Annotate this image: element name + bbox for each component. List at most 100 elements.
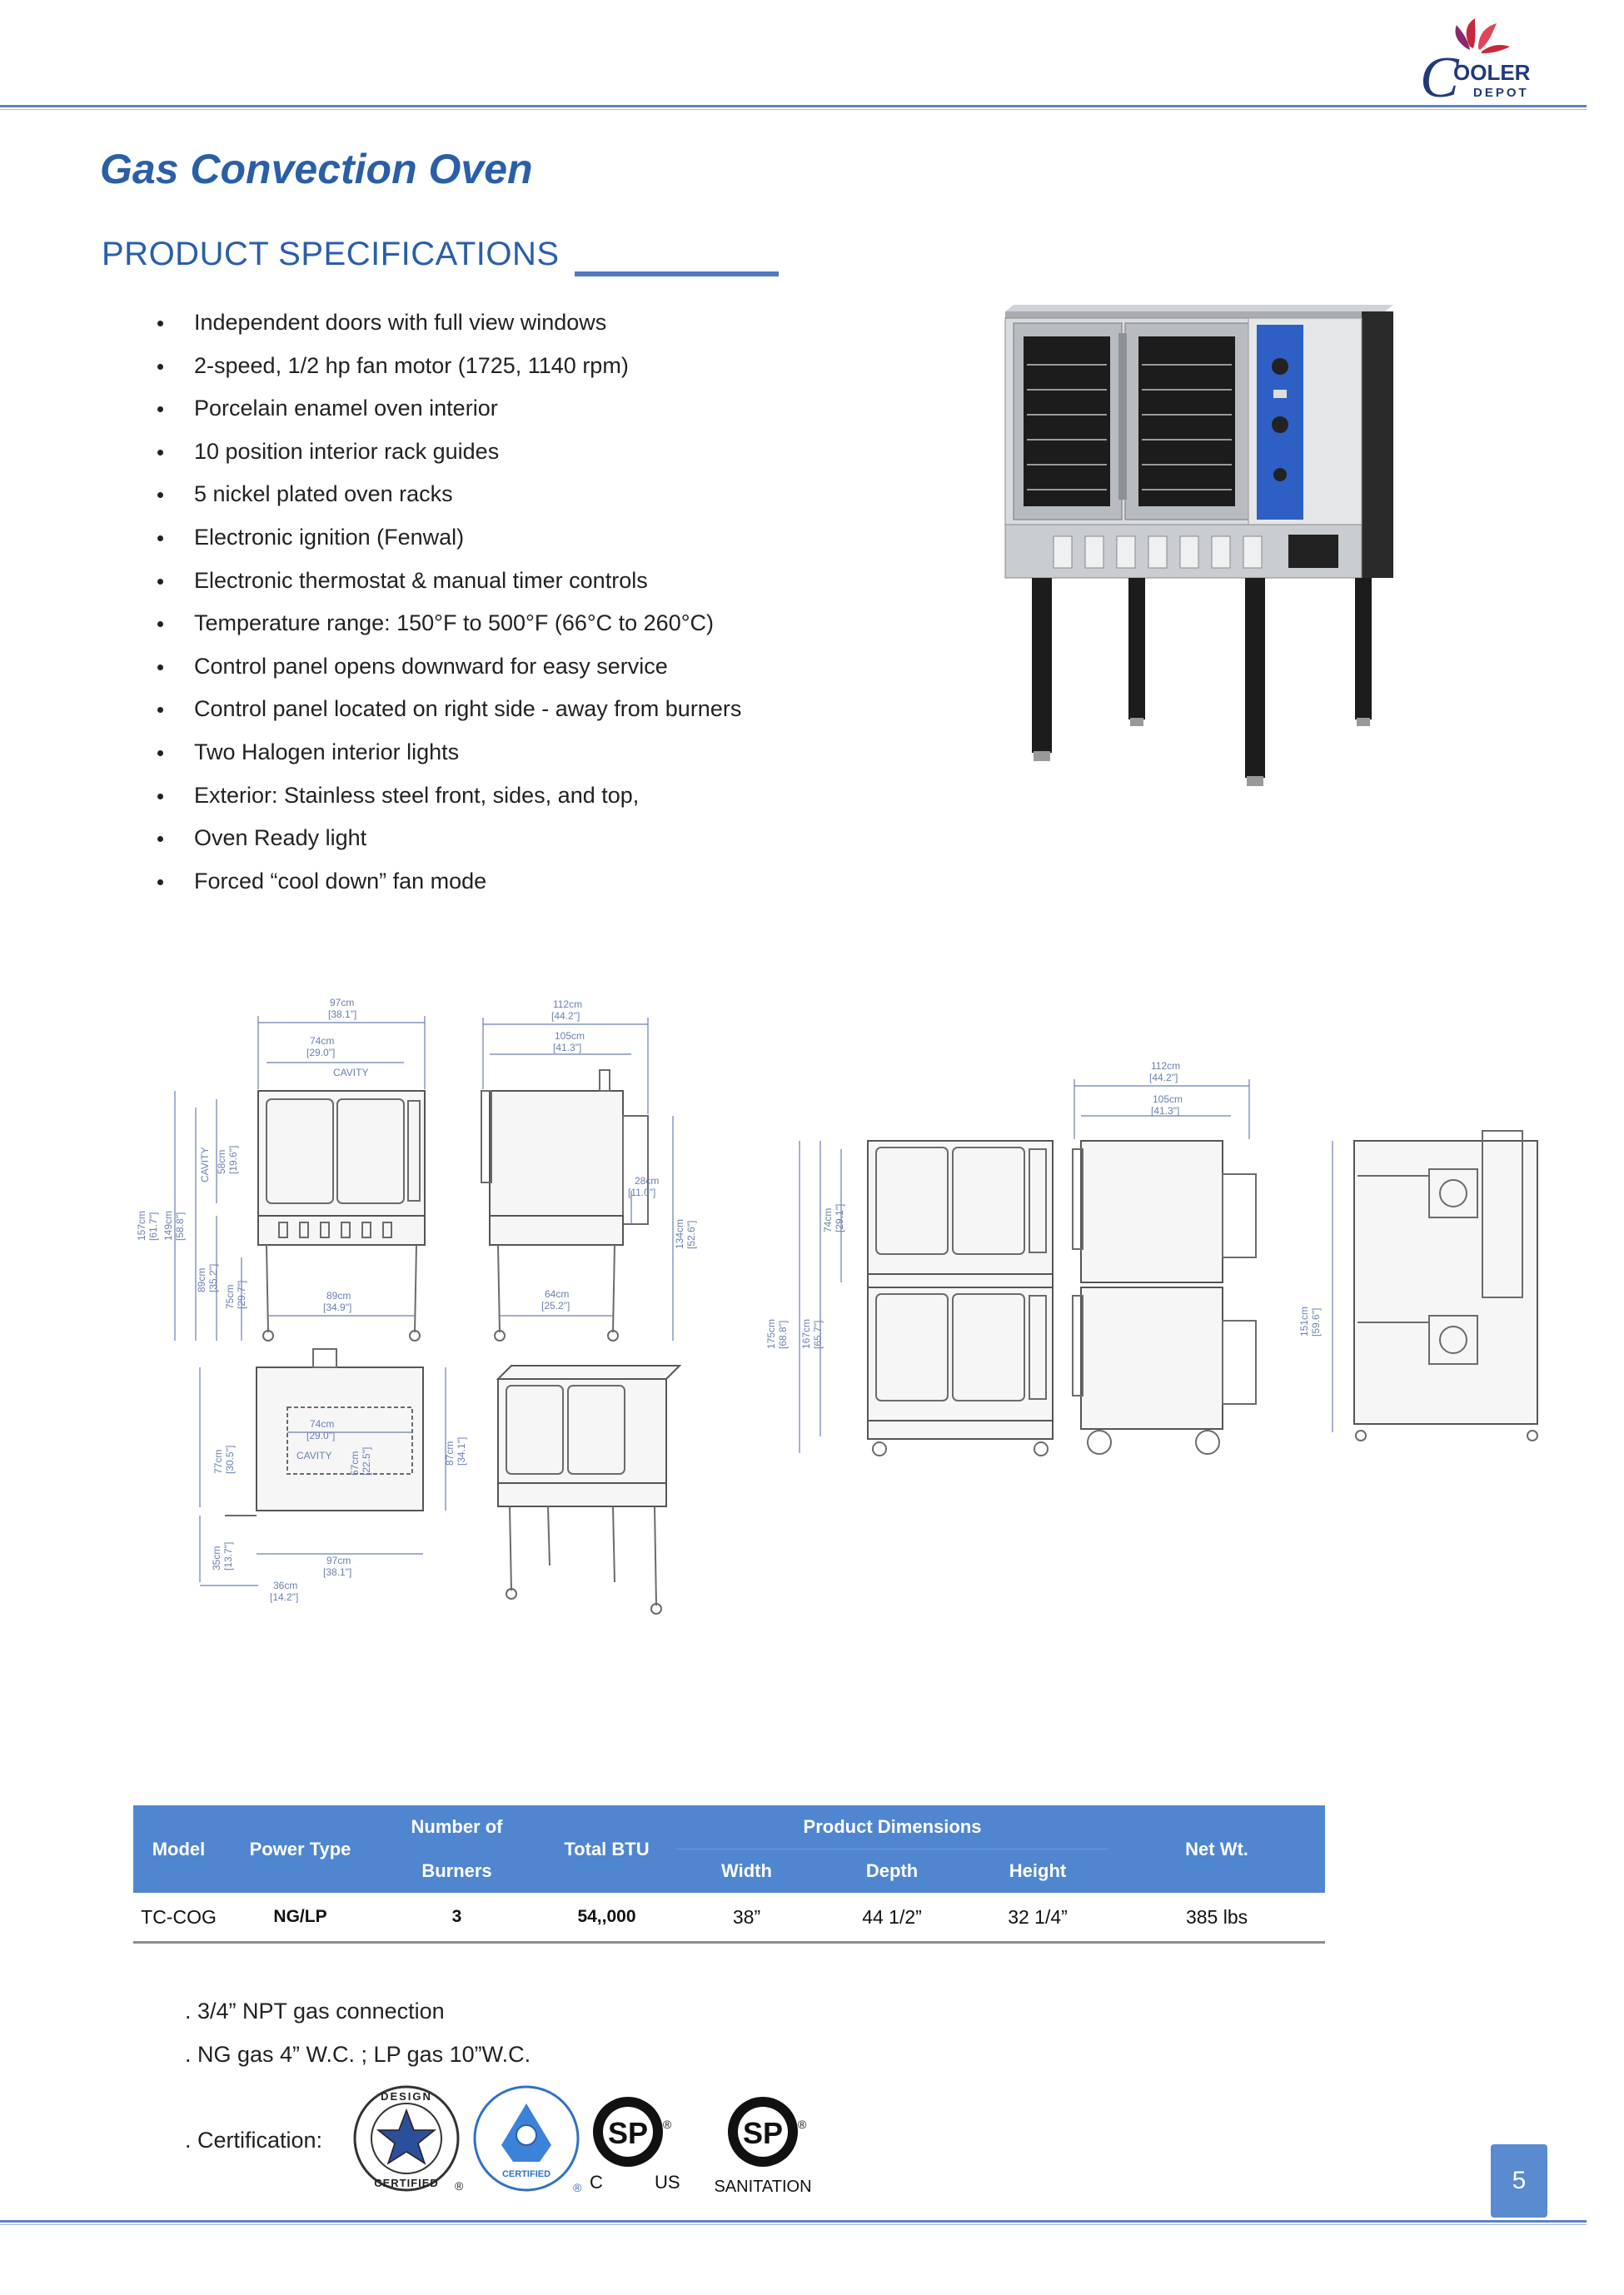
dim-label: 105cm [1153, 1093, 1183, 1105]
dim-label: [68.8"] [777, 1321, 789, 1349]
dim-label: 87cm [444, 1441, 456, 1466]
feature-item: Control panel opens downward for easy se… [150, 645, 983, 689]
cell-height: 32 1/4” [967, 1893, 1109, 1944]
nsf-certified-seal-icon: CERTIFIED ® [473, 2085, 582, 2194]
csa-us-text: US [655, 2172, 680, 2193]
csa-sanitation-mark-icon: SP ® SANITATION [714, 2097, 812, 2196]
dim-label: [34.9"] [323, 1302, 351, 1313]
dim-label: [13.7"] [222, 1542, 234, 1571]
dim-label: [52.6"] [685, 1221, 697, 1249]
feature-item: Two Halogen interior lights [150, 731, 983, 774]
dim-label: [14.2"] [270, 1591, 298, 1603]
feature-item: Porcelain enamel oven interior [150, 387, 983, 431]
dim-label: CAVITY [296, 1450, 331, 1461]
dim-label: 151cm [1298, 1307, 1310, 1337]
dim-label: 77cm [212, 1450, 224, 1474]
registered-mark: ® [663, 2118, 672, 2131]
dim-label: 75cm [224, 1285, 236, 1309]
dim-label: 57cm [349, 1451, 361, 1476]
dim-label: 149cm [162, 1211, 174, 1241]
th-model: Model [133, 1805, 224, 1893]
cell-depth: 44 1/2” [817, 1893, 967, 1944]
dim-label: 36cm [273, 1580, 297, 1591]
note-gas-pressure: . NG gas 4” W.C. ; LP gas 10”W.C. [185, 2042, 531, 2067]
dim-label: 28cm [635, 1175, 659, 1187]
dim-label: [35.2"] [207, 1264, 219, 1292]
dim-label: 157cm [136, 1211, 147, 1241]
design-text: DESIGN [381, 2090, 432, 2103]
dim-label: [11.0"] [628, 1187, 655, 1198]
dim-label: [44.2"] [551, 1010, 580, 1022]
header-rule [0, 105, 1587, 107]
th-product-dimensions: Product Dimensions [676, 1805, 1109, 1849]
dim-label: [38.1"] [323, 1566, 351, 1578]
feature-item: Oven Ready light [150, 817, 983, 860]
feature-item: 10 position interior rack guides [150, 431, 983, 474]
feature-list: Independent doors with full view windows… [150, 301, 983, 903]
spec-heading: PRODUCT SPECIFICATIONS [102, 236, 560, 272]
top-view-drawing [225, 1348, 424, 1516]
feature-item: Exterior: Stainless steel front, sides, … [150, 774, 983, 818]
feature-item: Temperature range: 150°F to 500°F (66°C … [150, 602, 983, 645]
dim-label: [29.7"] [236, 1281, 247, 1309]
dim-label: [61.7"] [147, 1212, 159, 1241]
dim-label: 134cm [674, 1219, 685, 1249]
registered-mark: ® [455, 2179, 464, 2193]
double-stack-rear-drawing [1353, 1130, 1538, 1441]
feature-item: Electronic ignition (Fenwal) [150, 516, 983, 560]
isometric-view-drawing [496, 1365, 682, 1615]
dim-label: 112cm [1151, 1060, 1180, 1072]
cell-total-btu: 54,,000 [537, 1893, 676, 1944]
logo-subtext: DEPOT [1473, 86, 1529, 100]
page-title: Gas Convection Oven [100, 146, 533, 192]
page-number: 5 [1491, 2144, 1547, 2218]
th-burners-line2: Burners [376, 1849, 537, 1893]
footer-rule-thin [0, 2224, 1587, 2225]
registered-mark: ® [798, 2118, 807, 2131]
dim-label: [22.5"] [361, 1447, 372, 1476]
feature-item: Independent doors with full view windows [150, 301, 983, 345]
th-width: Width [676, 1849, 817, 1893]
dim-label: [58.8"] [174, 1212, 186, 1241]
dim-label: 89cm [196, 1268, 207, 1292]
th-depth: Depth [817, 1849, 967, 1893]
cell-power-type: NG/LP [224, 1893, 376, 1944]
cell-model: TC-COG [133, 1893, 224, 1944]
certification-logos: DESIGN CERTIFIED ® CERTIFIED ® SP ® C US… [353, 2085, 812, 2196]
double-stack-side-drawing [1072, 1140, 1257, 1455]
dim-label: [34.1"] [456, 1437, 467, 1466]
dim-label: 58cm [216, 1150, 227, 1174]
cooler-depot-logo: C OOLER DEPOT [1420, 18, 1531, 107]
dim-label: [41.3"] [1151, 1105, 1179, 1117]
flower-logo-icon [1455, 18, 1510, 53]
dim-label: 74cm [822, 1208, 834, 1232]
dim-label: 74cm [310, 1035, 334, 1047]
th-power-type: Power Type [224, 1805, 376, 1893]
cell-width: 38” [676, 1893, 817, 1944]
oven-product-photo [1004, 305, 1393, 786]
front-view-drawing [257, 1090, 426, 1342]
th-net-wt: Net Wt. [1108, 1805, 1326, 1893]
dim-label: [41.3"] [553, 1042, 581, 1053]
logo-text: OOLER [1453, 60, 1531, 85]
double-stack-front-drawing [867, 1140, 1054, 1456]
csa-c-text: C [590, 2172, 603, 2193]
feature-item: Forced “cool down” fan mode [150, 860, 983, 904]
table-row: TC-COG NG/LP 3 54,,000 38” 44 1/2” 32 1/… [133, 1893, 1326, 1944]
dim-label: 167cm [800, 1319, 812, 1349]
dim-label: [29.0"] [306, 1047, 335, 1058]
technical-drawings: .ln { stroke:#6b6b6b; fill:none; stroke-… [136, 997, 1538, 1615]
dim-label: 64cm [545, 1288, 569, 1300]
feature-item: Control panel located on right side - aw… [150, 688, 983, 731]
cell-net-wt: 385 lbs [1108, 1893, 1326, 1944]
feature-item: 5 nickel plated oven racks [150, 473, 983, 516]
dim-label: [19.6"] [227, 1146, 239, 1174]
dim-label: CAVITY [333, 1067, 368, 1078]
certified-text: CERTIFIED [374, 2177, 439, 2189]
feature-item: Electronic thermostat & manual timer con… [150, 560, 983, 603]
csa-sanitation-text: SANITATION [714, 2178, 811, 2196]
dim-label: 89cm [326, 1290, 351, 1302]
dim-label: [29.0"] [306, 1430, 335, 1441]
header-rule-thin [0, 109, 1587, 110]
dim-label: 97cm [326, 1555, 351, 1566]
